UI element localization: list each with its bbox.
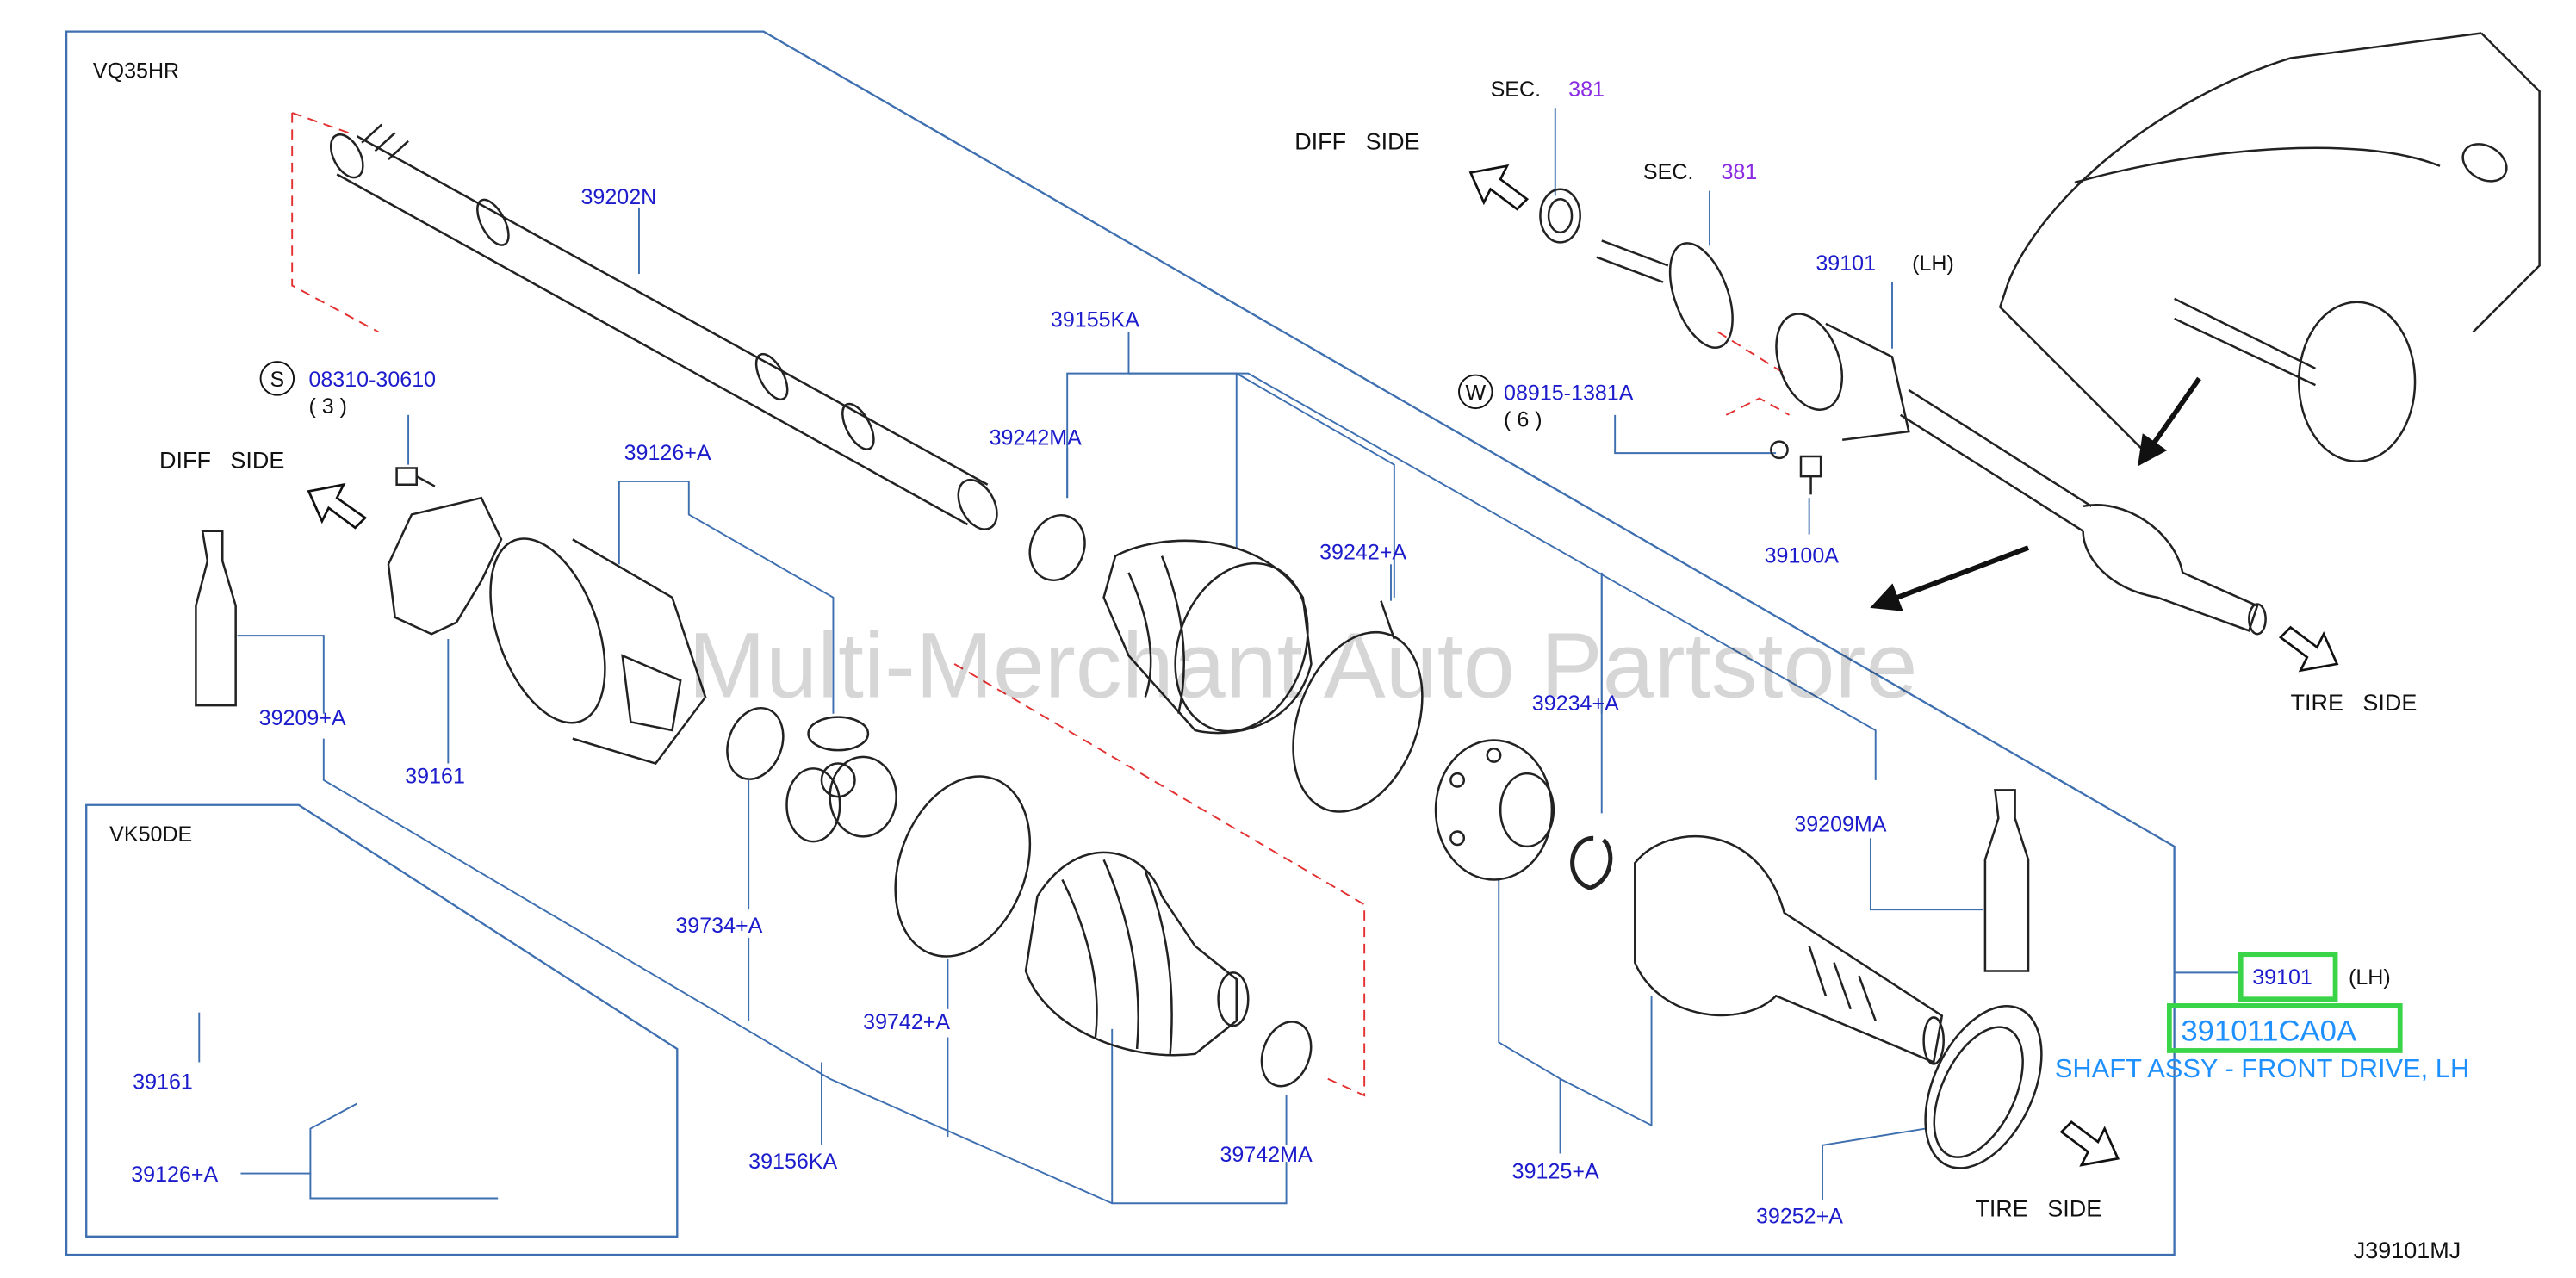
callout-39101-top-side: (LH) bbox=[1912, 251, 1954, 276]
plate-39161 bbox=[387, 496, 503, 636]
diagram-id: J39101MJ bbox=[2354, 1238, 2461, 1263]
section-ref-number[interactable]: 381 bbox=[1568, 78, 1605, 102]
highlighted-part[interactable]: 39101 (LH) 391011CA0A SHAFT ASSY - FRONT… bbox=[2055, 952, 2469, 1083]
section-ref-number[interactable]: 381 bbox=[1721, 160, 1757, 184]
highlight-side: (LH) bbox=[2349, 965, 2391, 990]
band-39742ma bbox=[1260, 1021, 1313, 1088]
tripod-joint bbox=[785, 716, 897, 843]
shaft-39202n bbox=[329, 123, 998, 530]
callout-39209ma[interactable]: 39209MA bbox=[1794, 813, 1887, 837]
callout-39742a[interactable]: 39742+A bbox=[863, 1010, 950, 1034]
boot-39155ka bbox=[1102, 539, 1313, 735]
screw-part-number[interactable]: 08310-30610 bbox=[308, 368, 436, 392]
hollow-arrows bbox=[307, 164, 2339, 1167]
vk50de-frame bbox=[85, 803, 679, 1238]
band-39742a bbox=[894, 775, 1032, 958]
arrow-diff-top bbox=[1468, 164, 1530, 211]
callout-39734a[interactable]: 39734+A bbox=[675, 914, 762, 938]
screw-badge-letter: S bbox=[270, 368, 284, 392]
hub-sec381 bbox=[1596, 239, 1734, 349]
highlight-part-number[interactable]: 39101 bbox=[2252, 965, 2312, 990]
section-ref-prefix: SEC. bbox=[1491, 78, 1541, 102]
callout-39156ka[interactable]: 39156KA bbox=[748, 1150, 837, 1174]
band-39242a bbox=[1292, 600, 1424, 813]
arrow-tire-right bbox=[2278, 625, 2339, 673]
callout-39242a[interactable]: 39242+A bbox=[1319, 540, 1406, 564]
car-illustration bbox=[1998, 32, 2541, 463]
washer-badge-icon bbox=[1458, 374, 1493, 410]
section-ref-381-b[interactable]: SEC. 381 bbox=[1643, 160, 1757, 184]
tire-side-label-right: TIRE SIDE bbox=[2291, 690, 2418, 716]
callout-39161-top[interactable]: 39161 bbox=[405, 765, 465, 789]
diff-side-label-left: DIFF SIDE bbox=[159, 447, 284, 473]
callout-39126a-vk[interactable]: 39126+A bbox=[131, 1163, 218, 1187]
bolt-39100a bbox=[1770, 440, 1822, 495]
grease-tube-39209a bbox=[195, 530, 237, 707]
callout-39252a[interactable]: 39252+A bbox=[1756, 1204, 1843, 1228]
band-39242ma bbox=[1028, 514, 1086, 581]
screw-08310 bbox=[395, 467, 436, 487]
circlip bbox=[1570, 835, 1613, 890]
callout-39202n[interactable]: 39202N bbox=[581, 185, 657, 209]
callout-39234a[interactable]: 39234+A bbox=[1532, 692, 1619, 716]
callout-39155ka[interactable]: 39155KA bbox=[1051, 308, 1139, 332]
callout-39242ma[interactable]: 39242MA bbox=[990, 426, 1083, 450]
washer-badge-letter: W bbox=[1465, 381, 1486, 405]
screw-qty: ( 3 ) bbox=[308, 394, 347, 419]
callout-39101-top[interactable]: 39101 bbox=[1816, 251, 1876, 276]
fastener-ref-screw[interactable]: S 08310-30610 ( 3 ) bbox=[259, 361, 437, 419]
watermark-text: Multi-Merchant Auto Partstore bbox=[688, 612, 1917, 717]
direction-arrows bbox=[1870, 376, 2201, 611]
dust-seal-39252a bbox=[1924, 1005, 2043, 1169]
highlight-part-box bbox=[2238, 952, 2338, 1002]
seal-sec381 bbox=[1539, 188, 1581, 244]
arrow-tire-bottom bbox=[2059, 1120, 2120, 1167]
drive-shaft-assembly bbox=[1775, 313, 2267, 636]
screw-badge-icon bbox=[259, 361, 295, 396]
leader-lines bbox=[198, 108, 2241, 1205]
callout-39100a[interactable]: 39100A bbox=[1765, 543, 1840, 568]
grease-tube-39209ma bbox=[1983, 789, 2030, 972]
inner-race-39234a bbox=[1434, 739, 1555, 881]
callout-39161-vk[interactable]: 39161 bbox=[133, 1070, 193, 1094]
highlight-description: SHAFT ASSY - FRONT DRIVE, LH bbox=[2055, 1053, 2469, 1083]
snap-ring-39734a bbox=[726, 706, 785, 780]
washer-part-number[interactable]: 08915-1381A bbox=[1504, 381, 1634, 405]
highlight-catalog-box bbox=[2166, 1003, 2403, 1053]
housing-39126a bbox=[489, 537, 707, 765]
arrow-diff-left bbox=[307, 482, 368, 530]
fastener-ref-washer[interactable]: W 08915-1381A ( 6 ) bbox=[1458, 374, 1634, 432]
dashed-alignment-lines bbox=[291, 112, 1790, 1097]
part-drawings bbox=[195, 32, 2541, 1169]
section-ref-381-a[interactable]: SEC. 381 bbox=[1491, 78, 1605, 102]
callout-39125a[interactable]: 39125+A bbox=[1512, 1159, 1599, 1183]
tire-side-label-bottom: TIRE SIDE bbox=[1975, 1196, 2101, 1222]
callout-39126a-top[interactable]: 39126+A bbox=[624, 441, 711, 465]
engine-label-vk50de: VK50DE bbox=[109, 822, 192, 847]
section-ref-prefix: SEC. bbox=[1643, 160, 1693, 184]
engine-label-vq35hr: VQ35HR bbox=[93, 59, 179, 84]
callout-39209a[interactable]: 39209+A bbox=[259, 706, 346, 730]
diff-side-label-top: DIFF SIDE bbox=[1294, 128, 1419, 154]
boot-39156ka bbox=[1024, 851, 1250, 1057]
highlight-catalog-number[interactable]: 391011CA0A bbox=[2181, 1014, 2357, 1047]
washer-qty: ( 6 ) bbox=[1504, 407, 1542, 431]
callout-39742ma[interactable]: 39742MA bbox=[1220, 1143, 1313, 1167]
outer-joint-39125a bbox=[1634, 834, 1945, 1065]
